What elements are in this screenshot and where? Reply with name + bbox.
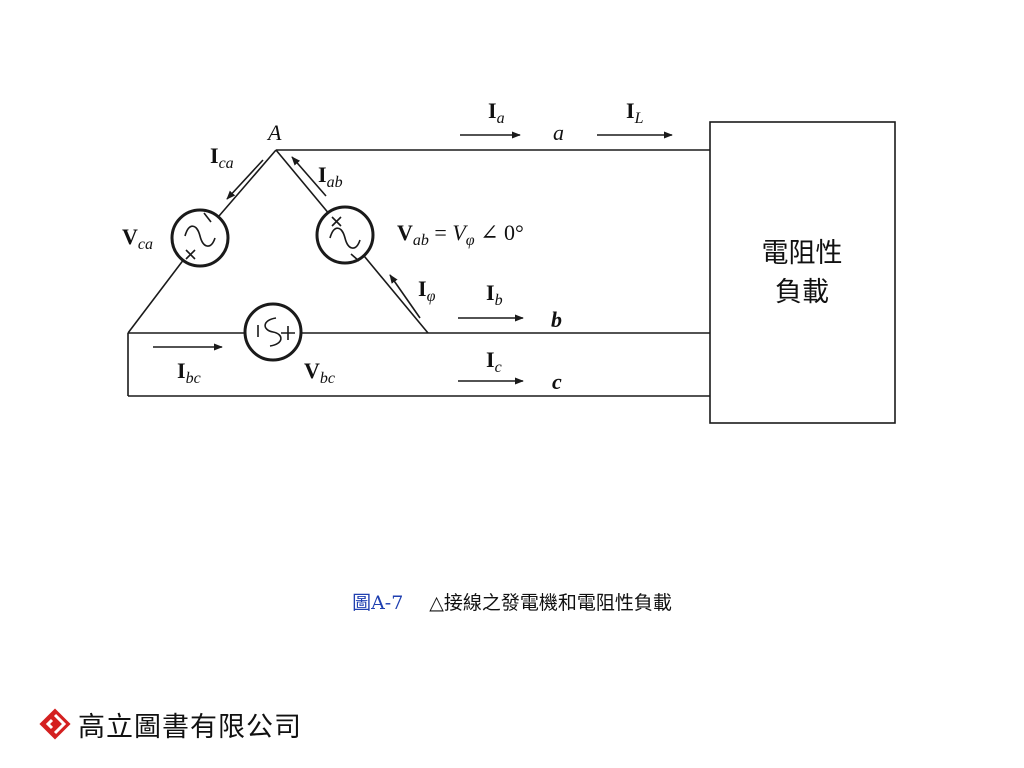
arrow-iphi [389,274,421,319]
current-ibc-label: Ibc [177,358,201,387]
load-label-line2: 負載 [775,277,829,308]
voltage-vca-label: Vca [122,224,153,253]
figure-caption: 圖A-7 △接線之發電機和電阻性負載 [0,588,1024,615]
current-il-label: IL [626,98,644,127]
logo-diamond [39,708,71,740]
figure-title: △接線之發電機和電阻性負載 [429,592,672,614]
publisher-name: 高立圖書有限公司 [78,711,302,743]
line-a-label: a [553,120,564,145]
publisher-footer: 高立圖書有限公司 [38,704,302,744]
current-ica-label: Ica [210,143,234,172]
current-iab-label: Iab [318,162,343,191]
source-vbc [243,302,303,362]
delta-wiring [127,149,710,397]
node-a-label: A [266,120,282,145]
line-c-label: c [552,369,562,394]
figure-number: 圖A-7 [352,592,404,614]
current-iphi-label: Iφ [418,276,436,305]
arrow-ica [226,159,264,200]
source-vca [170,208,230,268]
voltage-vbc-label: Vbc [304,358,335,387]
current-ia-label: Ia [488,98,505,127]
voltage-vab-label: Vab = Vφ ∠ 0° [397,220,524,249]
publisher-logo-icon [39,708,71,740]
current-ic-label: Ic [486,347,502,376]
current-ib-label: Ib [486,280,503,309]
source-vab [315,205,375,265]
current-arrows [153,131,673,385]
resistive-load-box [709,121,896,424]
line-b-label: b [551,307,562,332]
arrow-iab [291,156,327,197]
load-label-line1: 電阻性 [762,238,843,269]
